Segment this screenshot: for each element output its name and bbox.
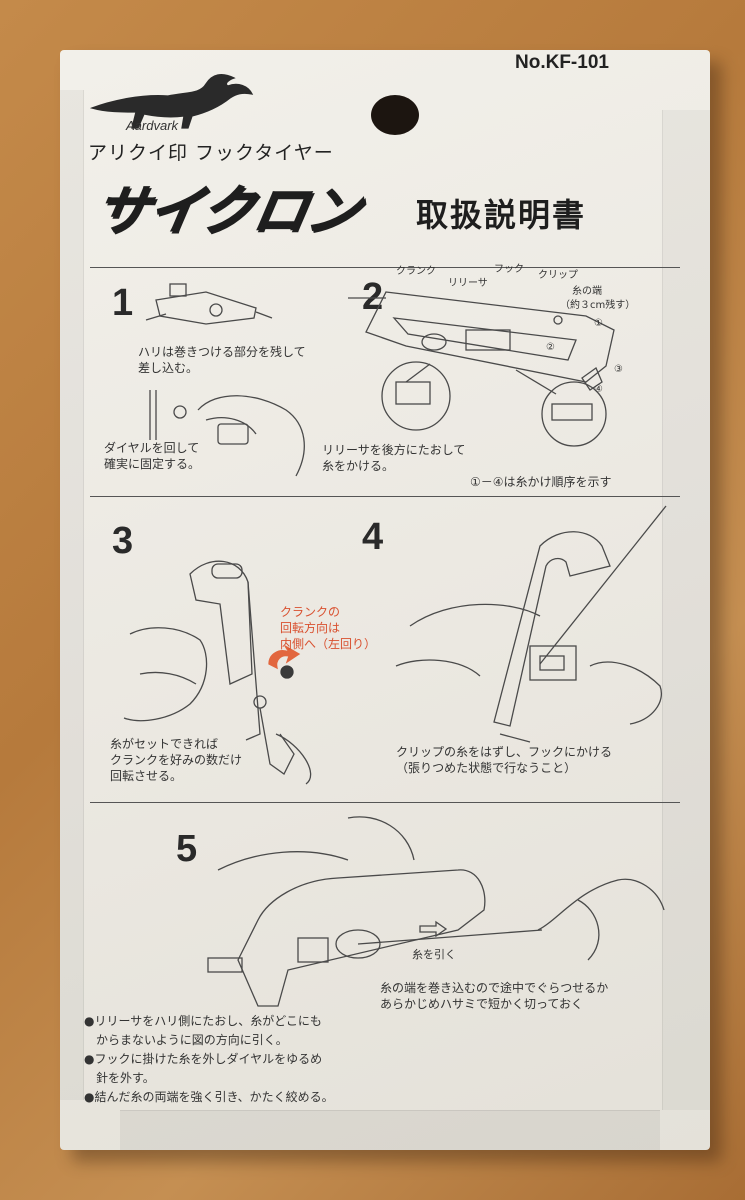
model-number: No.KF-101 xyxy=(515,52,609,73)
manual-title: 取扱説明書 xyxy=(416,196,587,234)
label-hook: フック xyxy=(494,264,524,275)
hang-hole xyxy=(371,95,419,135)
bullet-line: 針を外す。 xyxy=(84,1071,155,1085)
step-5-number: 5 xyxy=(176,828,198,870)
aardvark-logo xyxy=(89,73,254,129)
step-1-dial-hand-illustration xyxy=(149,390,305,477)
step-5-note: 糸の端を巻き込むので途中でぐらつせるか あらかじめハサミで短かく切っておく xyxy=(380,981,609,1011)
rotation-arrow-icon xyxy=(268,645,301,679)
step-4-note: クリップの糸をはずし、フックにかける （張りつめた状態で行なうこと） xyxy=(396,745,613,775)
label-clip: クリップ xyxy=(538,270,578,281)
pull-arrow-icon xyxy=(419,920,448,938)
bullet-line: ●結んだ糸の両端を強く引き、かたく絞める。 xyxy=(84,1090,334,1104)
step-3-crank-illustration xyxy=(123,560,312,785)
order-1: ① xyxy=(594,318,603,329)
divider-1 xyxy=(90,267,680,268)
divider-2 xyxy=(90,496,680,497)
order-2: ② xyxy=(546,342,555,353)
label-crank: クランク xyxy=(396,266,436,277)
final-instructions: ●リリーサをハリ側にたおし、糸がどこにも からまないように図の方向に引く。 ●フ… xyxy=(84,1012,334,1107)
product-subtitle: アリクイ印 フックタイヤー xyxy=(88,142,334,164)
step-1-number: 1 xyxy=(112,282,134,324)
step-4-hook-illustration xyxy=(395,505,667,743)
product-name: サイクロン xyxy=(89,179,365,242)
label-thread-end: 糸の端 xyxy=(572,286,602,297)
step-3-number: 3 xyxy=(112,520,134,562)
step-3-rotation-note: クランクの 回転方向は 内側へ（左回り） xyxy=(280,605,377,651)
step-2-tool-illustration xyxy=(348,291,615,447)
step-3-note: 糸がセットできれば クランクを好みの数だけ 回転させる。 xyxy=(110,737,243,783)
order-4: ④ xyxy=(594,384,603,395)
divider-3 xyxy=(90,802,680,803)
step-5-pull-illustration xyxy=(207,816,665,1007)
card-fold-left xyxy=(60,90,84,1100)
card-fold-right xyxy=(662,110,710,1110)
bullet-line: ●フックに掛けた糸を外しダイヤルをゆるめ xyxy=(84,1052,323,1066)
instruction-card: No.KF-101 Aardvark アリクイ印 フックタイヤー サイクロン 取… xyxy=(60,50,710,1150)
step-1-needle-illustration xyxy=(145,283,273,325)
step-2-note: リリーサを後方にたおして 糸をかける。 xyxy=(322,443,466,473)
bullet-line: ●リリーサをハリ側にたおし、糸がどこにも xyxy=(84,1014,322,1028)
step-1-note-dial: ダイヤルを回して 確実に固定する。 xyxy=(104,441,201,471)
step-4-number: 4 xyxy=(362,516,384,558)
brand-name-en: Aardvark xyxy=(126,118,179,133)
pull-label: 糸を引く xyxy=(412,948,456,961)
bullet-line: からまないように図の方向に引く。 xyxy=(84,1033,288,1047)
label-releaser: リリーサ xyxy=(448,278,488,289)
step-2-order-note: ①－④は糸かけ順序を示す xyxy=(470,475,612,489)
card-fold-bottom xyxy=(120,1110,660,1150)
label-leave-3cm: （約３cm残す） xyxy=(560,300,636,311)
order-3: ③ xyxy=(614,364,623,375)
step-1-note-insert: ハリは巻きつける部分を残して 差し込む。 xyxy=(138,345,306,375)
